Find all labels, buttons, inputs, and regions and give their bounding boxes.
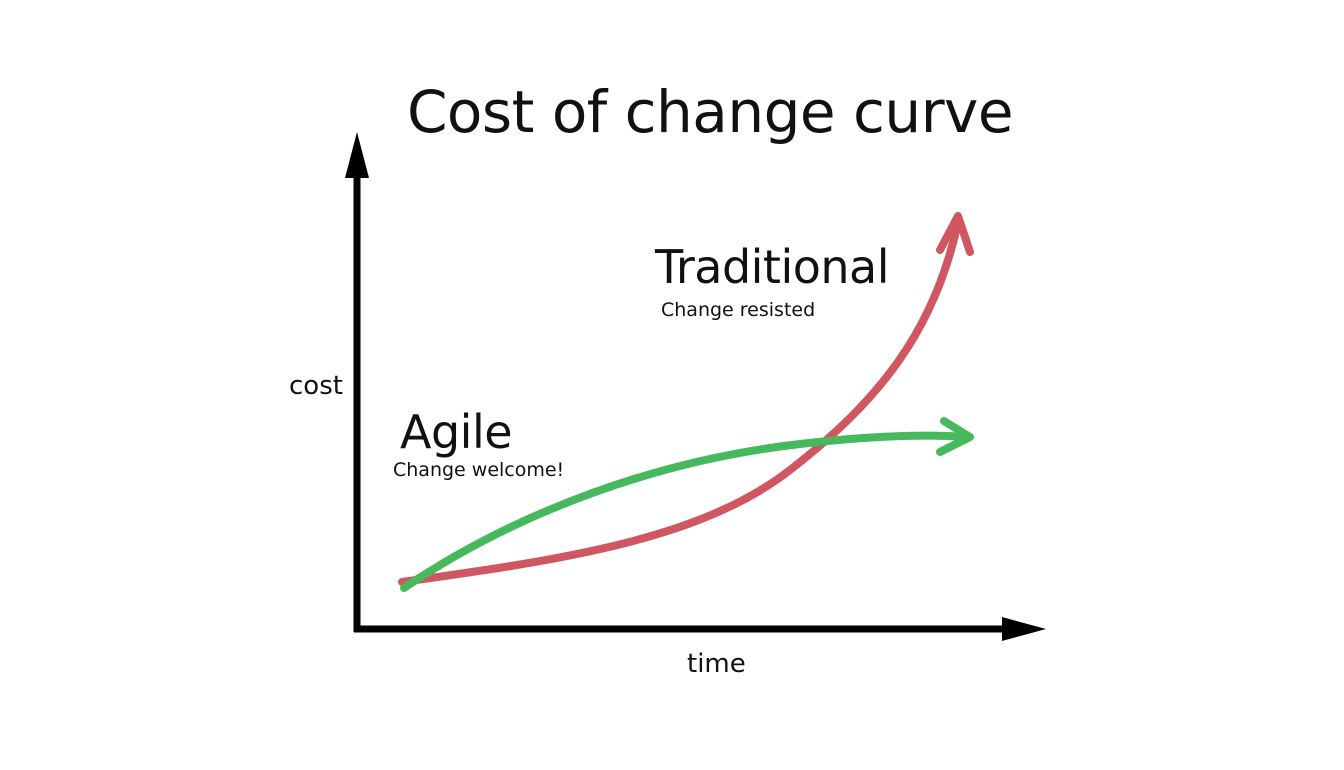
agile-note: Change welcome! (393, 459, 565, 481)
y-axis-label: cost (289, 371, 343, 401)
x-axis-label: time (687, 649, 746, 679)
axes (345, 132, 1046, 641)
traditional-label: Traditional (655, 240, 890, 294)
diagram-title: Cost of change curve (406, 78, 1014, 146)
x-axis-arrowhead (1002, 617, 1046, 641)
traditional-arrowhead (936, 212, 974, 256)
agile-curve (400, 417, 974, 592)
agile-arrowhead (936, 417, 974, 456)
traditional-note: Change resisted (661, 299, 816, 321)
agile-label: Agile (400, 405, 513, 459)
traditional-curve (398, 212, 974, 586)
y-axis-arrowhead (345, 132, 369, 178)
